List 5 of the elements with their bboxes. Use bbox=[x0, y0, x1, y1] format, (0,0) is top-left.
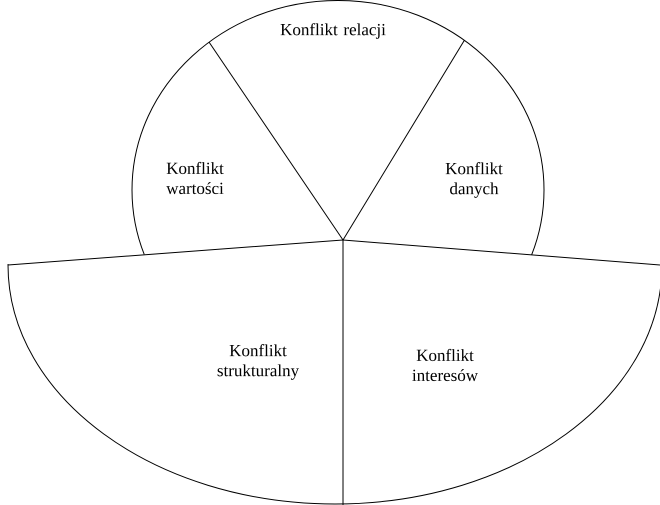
sector-label: Konflikt strukturalny bbox=[218, 344, 300, 380]
sector-label: Konflikt interesów bbox=[412, 348, 478, 382]
sector-label: Konflikt relacji bbox=[280, 23, 386, 39]
sector-label: Konflikt danych bbox=[446, 162, 503, 198]
sector-label: Konflikt wartości bbox=[166, 162, 224, 194]
